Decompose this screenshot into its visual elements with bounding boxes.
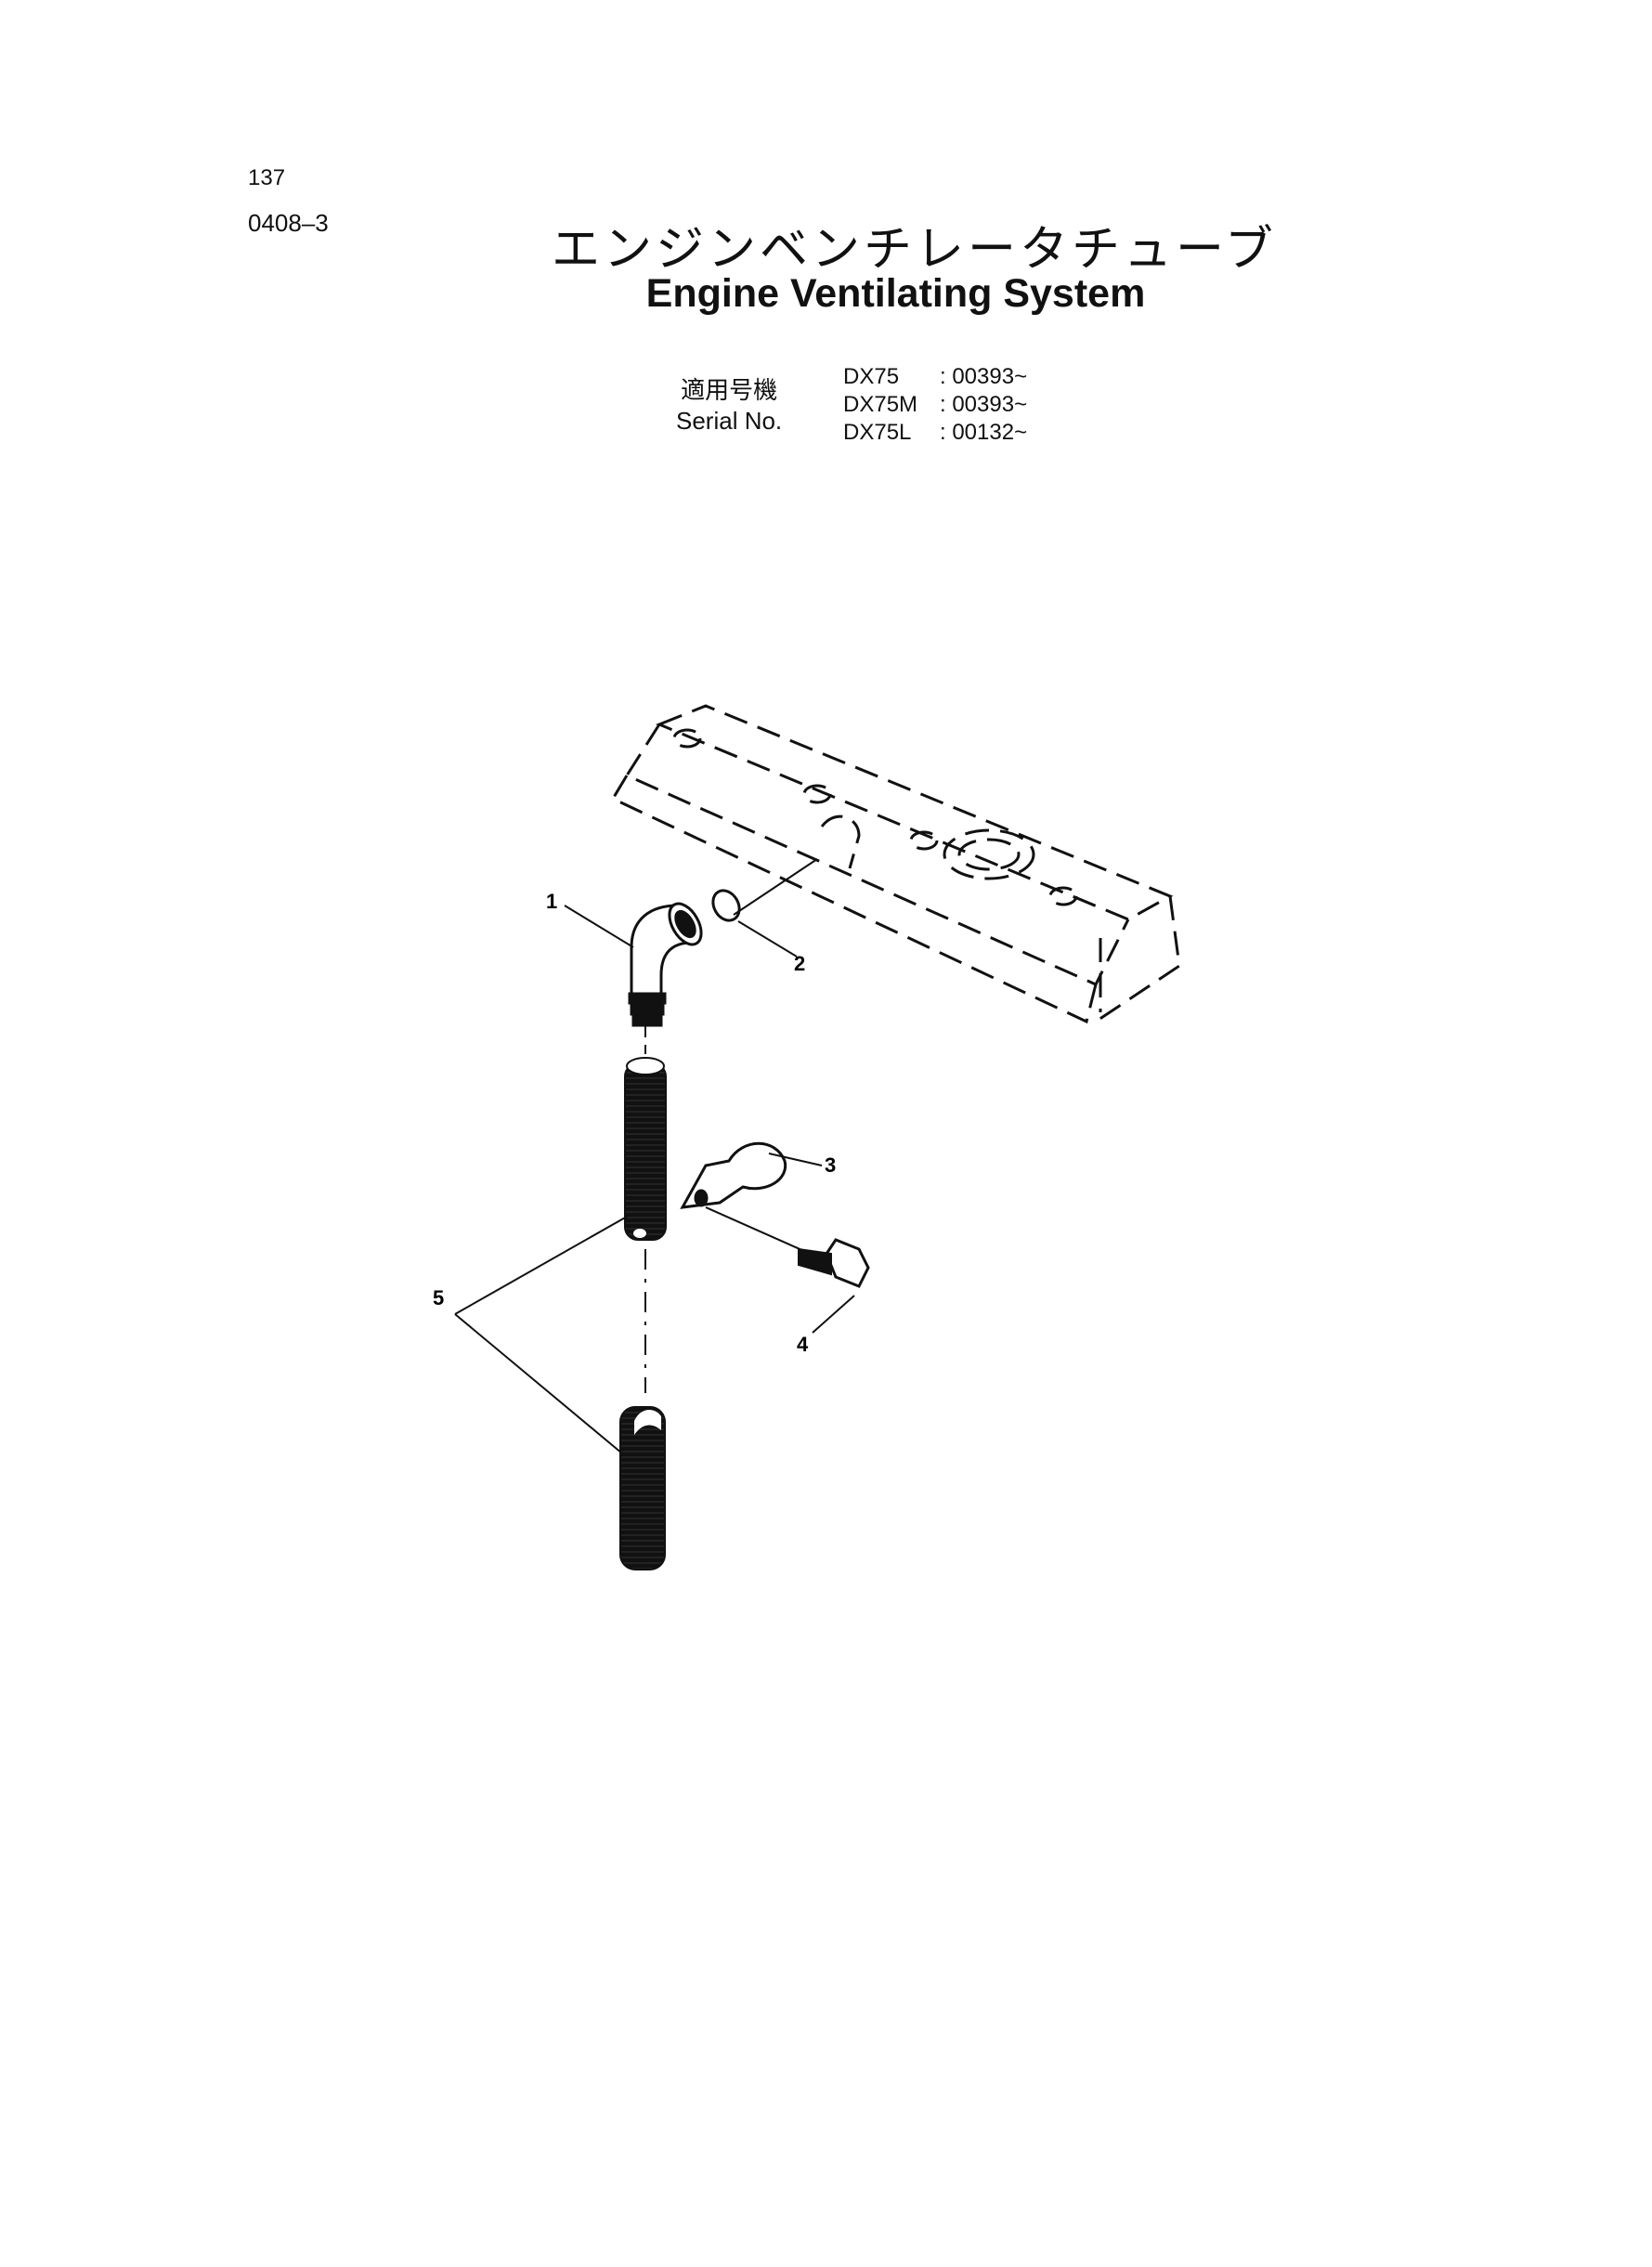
serial-row: DX75M : 00393~	[843, 391, 1027, 419]
ventilating-hose-upper	[624, 1057, 667, 1241]
elbow-breather	[628, 902, 703, 1027]
serial-label-japanese: 適用号機	[681, 376, 778, 404]
section-code: 0408–3	[248, 209, 329, 237]
rocker-cover-outline	[610, 704, 1181, 1024]
callout-5: 5	[433, 1286, 444, 1309]
callout-4: 4	[797, 1333, 809, 1356]
leader-lines	[454, 905, 855, 1454]
serial-range: : 00393~	[940, 364, 1028, 389]
callout-3: 3	[825, 1153, 836, 1177]
serial-label: 適用号機 Serial No.	[676, 375, 782, 436]
callout-1: 1	[546, 890, 557, 913]
serial-model: DX75L	[843, 420, 912, 445]
serial-model: DX75	[843, 364, 900, 389]
serial-range: : 00393~	[940, 392, 1028, 417]
page-title-japanese: エンジンベンチレータチューブ	[552, 222, 1277, 278]
serial-row: DX75L : 00132~	[843, 419, 1027, 447]
callout-2: 2	[794, 952, 805, 975]
mounting-bolt	[798, 1238, 870, 1288]
page-title: Engine Ventilating System	[645, 271, 1146, 316]
hose-clamp	[680, 1141, 787, 1209]
serial-range: : 00132~	[940, 420, 1028, 445]
page-number: 137	[248, 165, 286, 190]
serial-model: DX75M	[843, 392, 918, 417]
serial-list: DX75 : 00393~ DX75M : 00393~ DX75L : 001…	[843, 363, 1027, 447]
ventilating-hose-lower	[619, 1406, 666, 1570]
o-ring	[711, 889, 741, 922]
serial-label-english: Serial No.	[676, 407, 783, 435]
serial-row: DX75 : 00393~	[843, 363, 1027, 391]
